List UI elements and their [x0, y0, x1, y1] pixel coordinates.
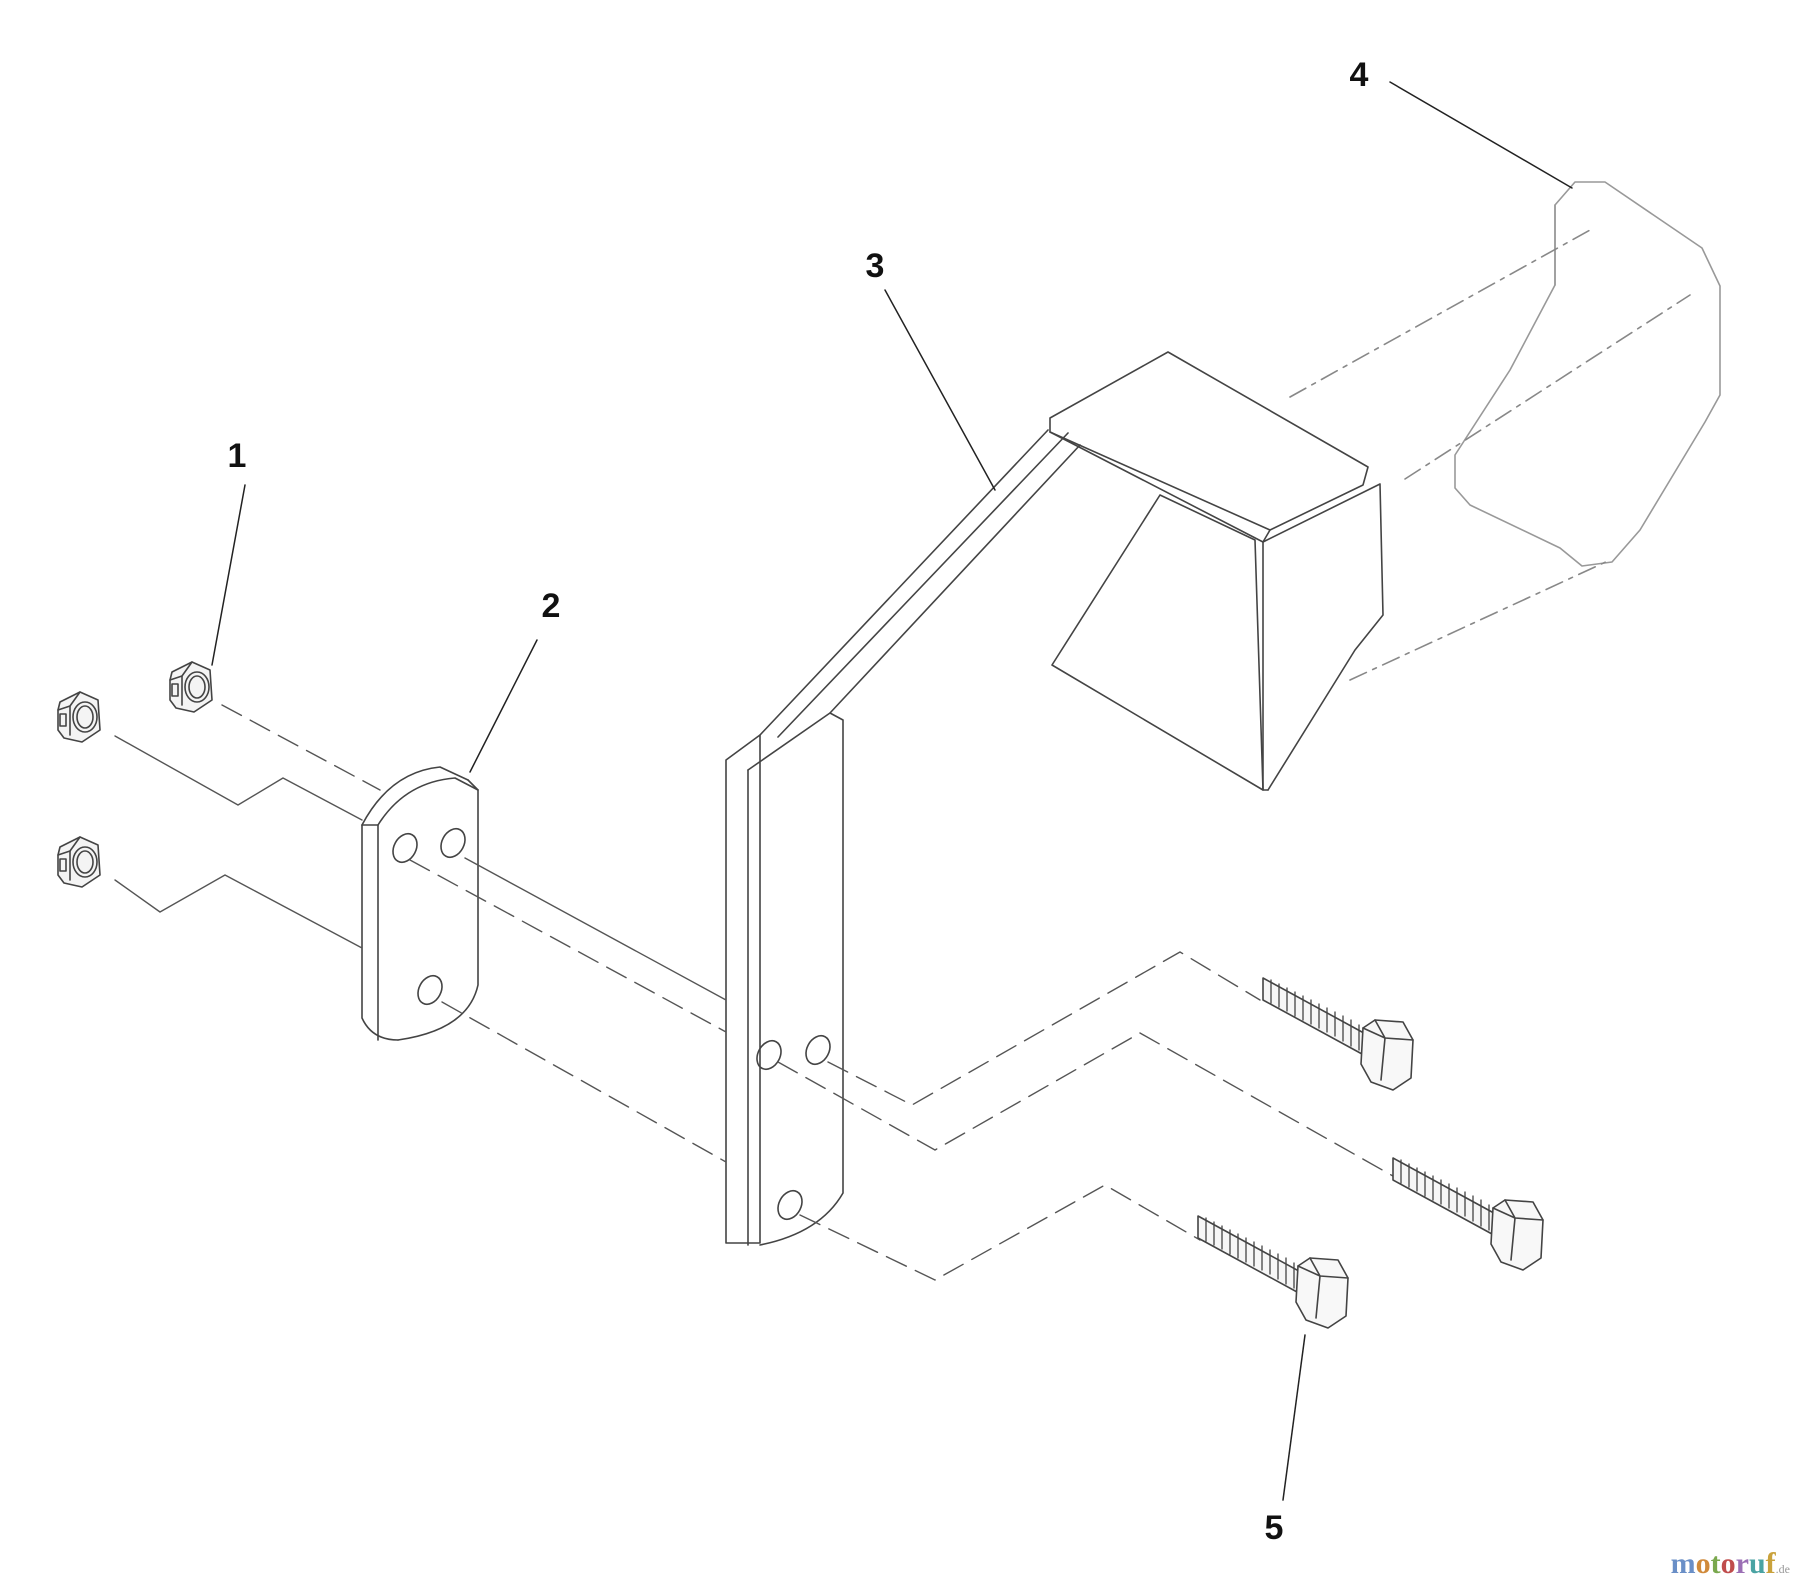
watermark-logo: motoruf.de: [1671, 1547, 1790, 1581]
assembly-lines: [114, 704, 1401, 1281]
part-5-bolt-c: [1197, 1215, 1349, 1329]
part-5-bolt-b: [1392, 1157, 1544, 1271]
callout-1: 1: [228, 437, 247, 475]
part-2-backing-plate: [361, 766, 479, 1041]
part-1-hex-nut-c: [57, 836, 101, 888]
watermark-text: motoruf: [1670, 1547, 1776, 1580]
callout-2: 2: [542, 587, 561, 625]
callout-3: 3: [866, 247, 885, 285]
callout-4: 4: [1350, 56, 1369, 94]
callout-5: 5: [1265, 1509, 1284, 1547]
part-1-hex-nut-a: [169, 661, 213, 713]
leader-lines: [211, 81, 1573, 1501]
part-4-end-cap: [1289, 181, 1721, 681]
part-5-bolt-a: [1262, 977, 1414, 1091]
part-1-hex-nut-b: [57, 691, 101, 743]
part-3-bracket: [725, 351, 1384, 1246]
watermark-tld: .de: [1775, 1562, 1790, 1576]
